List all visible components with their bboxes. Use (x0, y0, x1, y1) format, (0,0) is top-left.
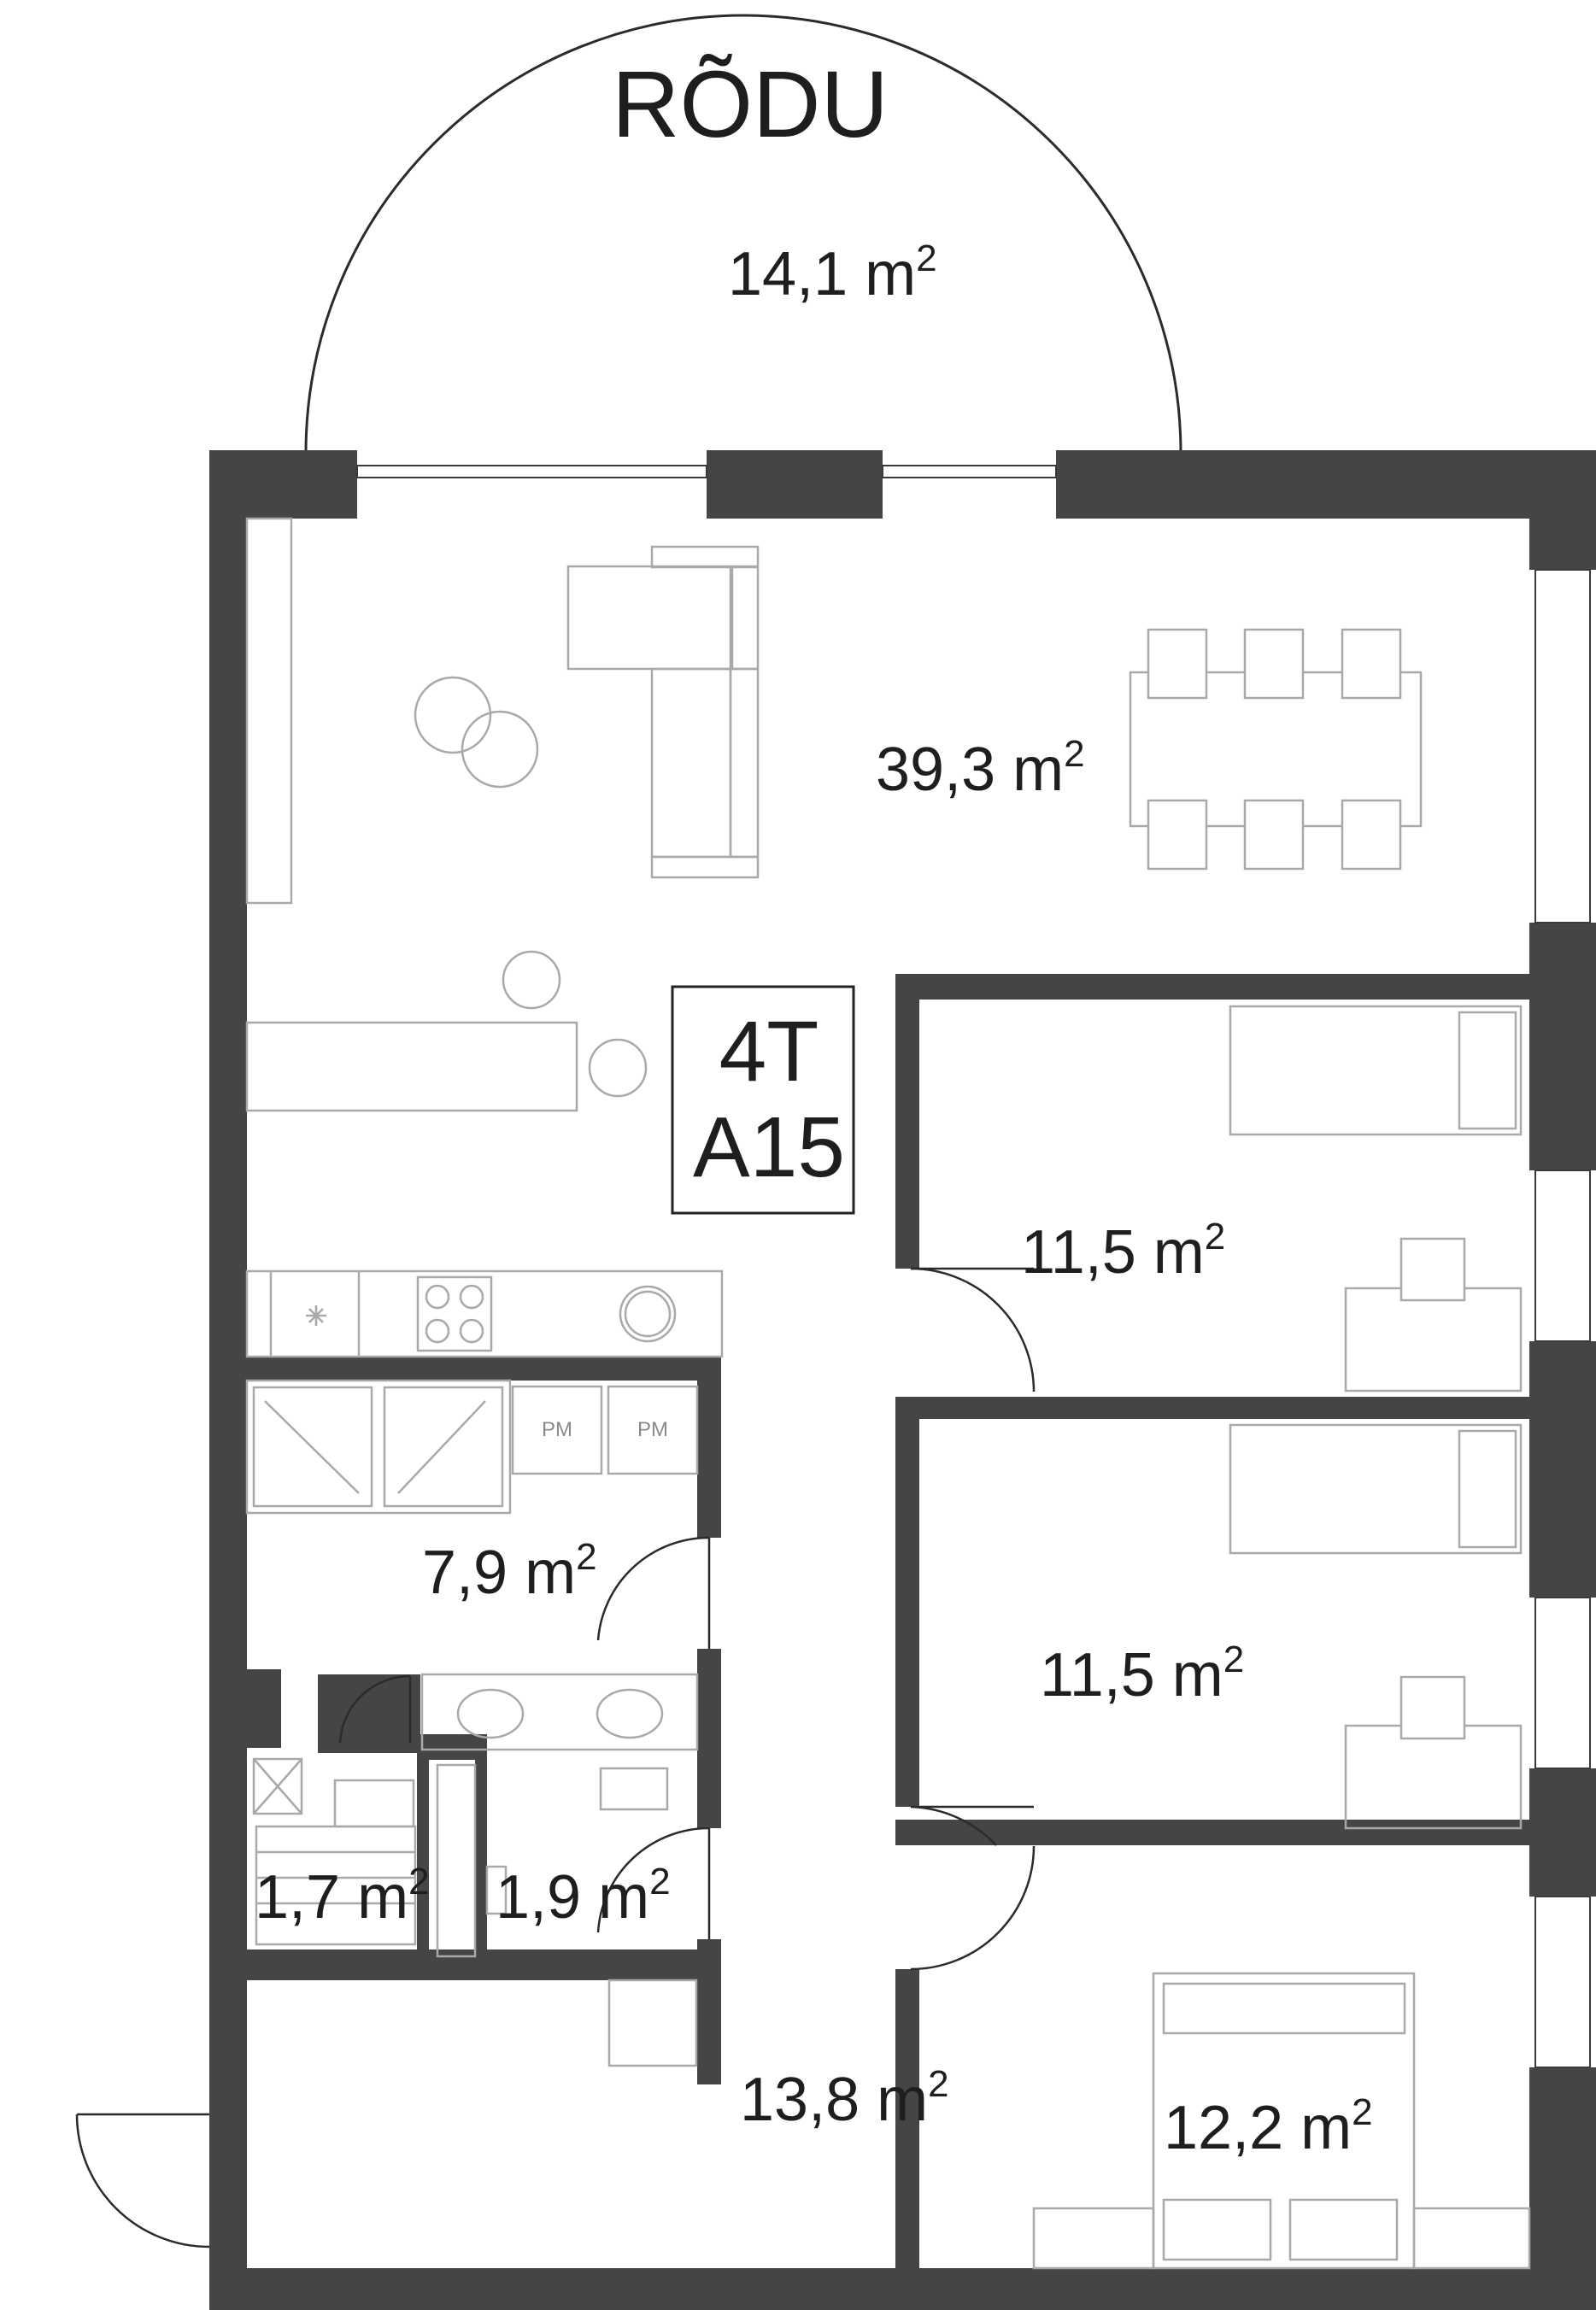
interior-walls (247, 974, 1529, 2310)
unit-id-box (671, 985, 855, 1215)
unit-id-line2: A15 (693, 1099, 845, 1195)
room-area-bedroom-3: 12,2 m2 (1164, 2091, 1373, 2162)
doors (75, 1267, 1036, 2248)
room-area-hall: 13,8 m2 (740, 2063, 949, 2134)
appliance-label: PM (542, 1418, 572, 1441)
balcony-area: 14,1 m2 (728, 237, 937, 308)
room-area-living: 39,3 m2 (876, 733, 1085, 804)
kitchen-counter (245, 1269, 724, 1358)
room-area-bedroom-1: 11,5 m2 (1021, 1216, 1225, 1287)
room-area-bedroom-2: 11,5 m2 (1040, 1639, 1244, 1709)
utility-appliances (245, 1379, 699, 1515)
room-area-utility: 7,9 m2 (422, 1536, 597, 1607)
room-area-sauna: 1,7 m2 (255, 1861, 430, 1932)
appliance-label: PM (637, 1418, 668, 1441)
room-area-bathroom: 1,9 m2 (496, 1861, 671, 1932)
windows (356, 465, 1591, 2068)
bedroom-furniture (607, 1005, 1531, 2270)
bathroom-fixtures (420, 1673, 699, 1958)
balcony-name: RÕDU (612, 52, 889, 157)
sauna-fixtures (252, 1757, 417, 1946)
exterior-walls (209, 450, 1596, 2310)
living-furniture (245, 517, 1423, 1112)
labels: RÕDU 14,1 m2 4T A15 39,3 m2 11,5 m2 11,5… (255, 52, 1373, 2162)
unit-id-line1: 4T (719, 1004, 819, 1099)
balcony (304, 14, 1182, 454)
